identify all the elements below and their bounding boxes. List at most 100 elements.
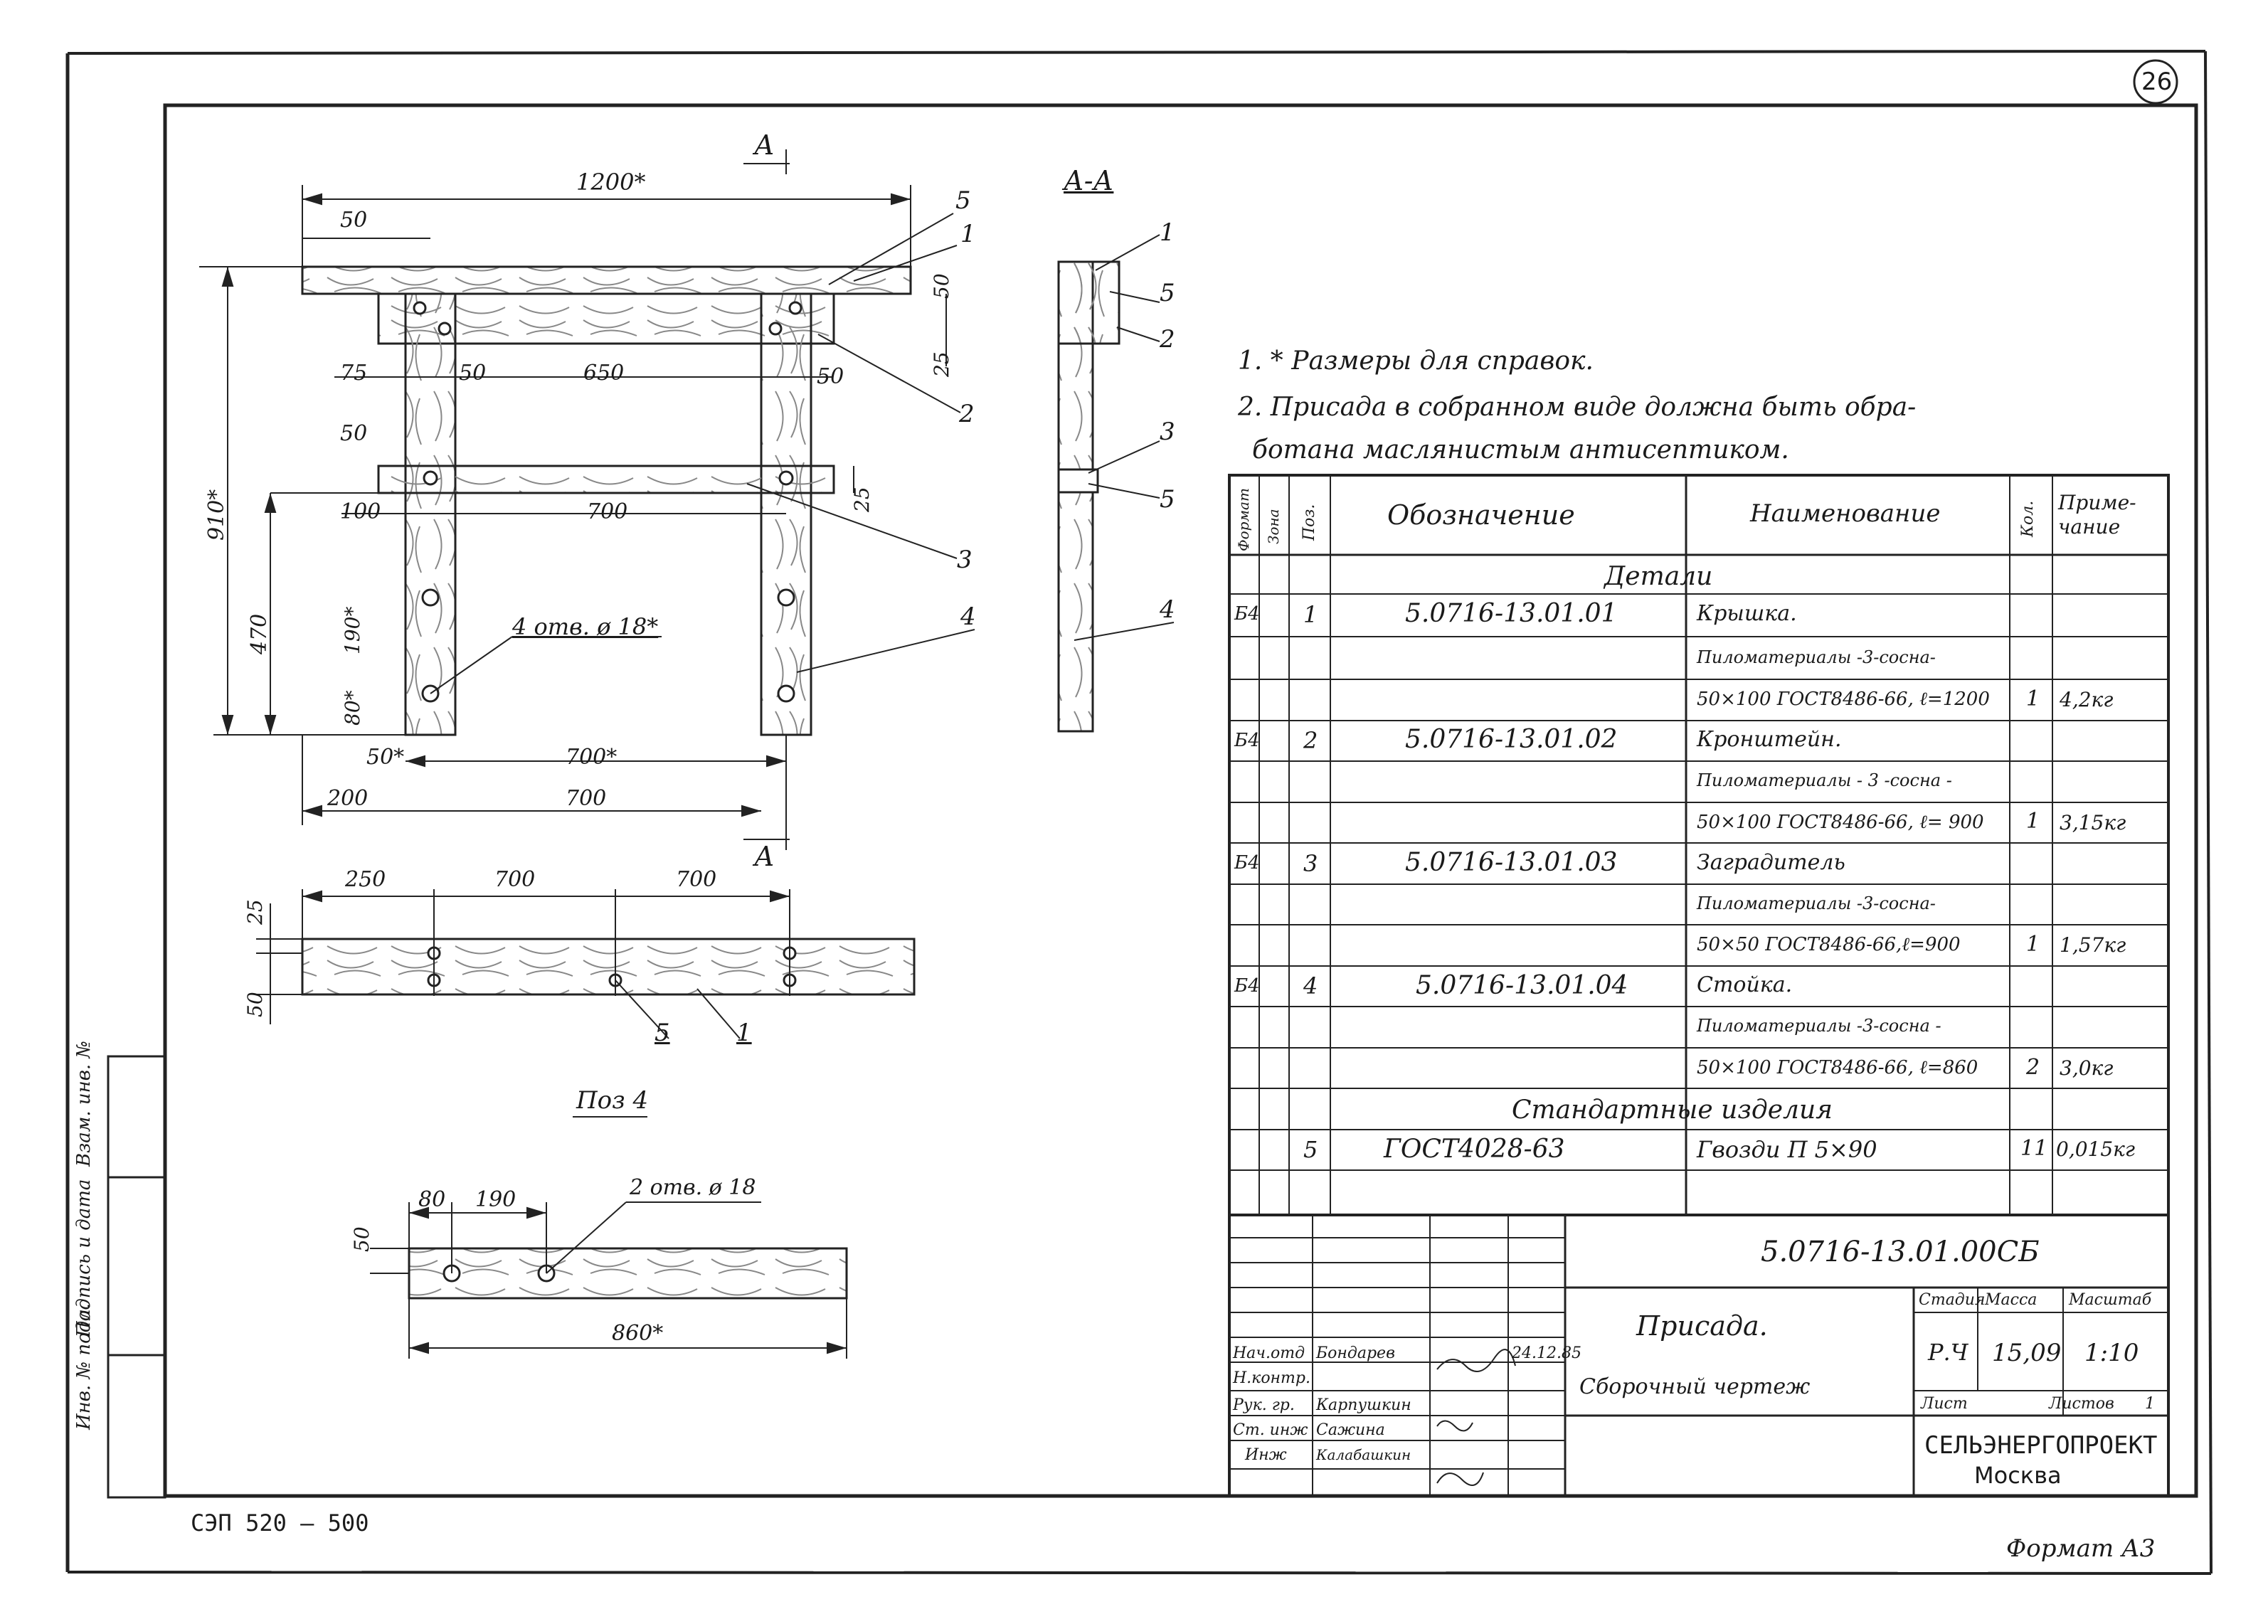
note-3: ботана маслянистым антисептиком. (1252, 435, 1789, 465)
sheets-label: Листов (2049, 1395, 2114, 1413)
dim-100: 100 (340, 499, 381, 524)
section-standard: Стандартные изделия (1512, 1095, 1833, 1125)
mass-value: 15,09 (1992, 1339, 2062, 1367)
row-name: Кронштейн. (1697, 727, 1842, 752)
format-label: Формат А3 (2006, 1534, 2156, 1563)
side-stamp-boxes (107, 1055, 166, 1499)
plan-view (256, 889, 916, 1039)
std-row-qty: 11 (2020, 1136, 2048, 1161)
leader-5: 5 (955, 186, 971, 215)
stage-value: Р.Ч (1928, 1339, 1968, 1366)
stage-label: Стадия (1919, 1291, 1986, 1309)
scale-value: 1:10 (2084, 1339, 2139, 1367)
row-pos: 1 (1303, 601, 1318, 628)
row-name: 50×50 ГОСТ8486-66,ℓ=900 (1697, 934, 1961, 955)
row-name: Стойка. (1697, 972, 1793, 997)
front-view (199, 149, 975, 850)
leader-2: 2 (959, 400, 975, 428)
dim-80: 80* (341, 690, 364, 726)
plan-leader-5: 5 (655, 1019, 670, 1047)
sec-leader-5b: 5 (1160, 485, 1175, 514)
sheets-value: 1 (2145, 1395, 2155, 1413)
dim-right-50: 50 (930, 273, 953, 299)
row-name: 50×100 ГОСТ8486-66, ℓ=860 (1697, 1057, 1978, 1078)
plan-dim-250: 250 (345, 867, 386, 892)
org-city: Москва (1974, 1462, 2062, 1489)
row-name: Заградитель (1697, 850, 1845, 875)
dim-50c: 50 (340, 421, 368, 446)
drawing-title: Присада. (1636, 1310, 1768, 1342)
hdr-format: Формат (1235, 488, 1252, 551)
dim-700b: 700* (566, 745, 618, 770)
section-title: А-А (1064, 165, 1114, 196)
dim-650: 650 (583, 361, 625, 386)
hdr-name: Наименование (1750, 499, 1941, 528)
row-pos: 3 (1303, 850, 1318, 877)
series-code: СЭП 520 – 500 (191, 1509, 369, 1537)
sheet-number: 26 (2141, 68, 2173, 96)
std-row-note: 0,015кг (2056, 1137, 2136, 1161)
dim-right-25b: 25 (850, 487, 874, 512)
row-designation: 5.0716-13.01.02 (1405, 725, 1618, 754)
holes-callout: 4 отв. ø 18* (512, 613, 659, 640)
section-a-a (1057, 191, 1175, 733)
drawing-subtitle: Сборочный чертеж (1579, 1374, 1811, 1399)
detail-pos4 (370, 1116, 848, 1359)
row-pos: 4 (1303, 972, 1318, 999)
sig-role: Ст. инж (1233, 1421, 1308, 1439)
section-details: Детали (1604, 562, 1713, 591)
detail-title: Поз 4 (576, 1086, 649, 1115)
row-format: Б4 (1234, 603, 1260, 625)
dim-700a: 700 (587, 499, 628, 524)
row-qty: 2 (2026, 1055, 2040, 1080)
plan-leader-1: 1 (736, 1019, 752, 1047)
detail-dim-860: 860* (612, 1321, 664, 1346)
leader-4: 4 (960, 603, 976, 631)
row-note: 1,57кг (2060, 933, 2126, 957)
plan-dim-50: 50 (243, 992, 267, 1017)
hdr-zone: Зона (1265, 509, 1282, 544)
sec-leader-4: 4 (1160, 595, 1175, 624)
row-note: 3,15кг (2060, 811, 2126, 834)
hdr-designation: Обозначение (1387, 499, 1575, 531)
std-row-pos: 5 (1303, 1136, 1318, 1163)
sig-role: Нач.отд (1233, 1344, 1305, 1362)
dim-190: 190* (341, 606, 364, 654)
sec-leader-1: 1 (1160, 218, 1175, 247)
detail-dim-50: 50 (350, 1226, 373, 1252)
row-format: Б4 (1234, 975, 1260, 997)
plan-dim-700a: 700 (494, 867, 536, 892)
row-note: 4,2кг (2060, 688, 2114, 711)
row-designation: 5.0716-13.01.03 (1405, 848, 1618, 877)
dim-1200: 1200* (576, 169, 646, 196)
note-1: 1. * Размеры для справок. (1238, 346, 1594, 376)
section-mark-bottom: А (754, 841, 775, 872)
hdr-pos: Поз. (1300, 504, 1318, 541)
dim-right-25a: 25 (930, 351, 953, 377)
row-name: Пиломатериалы - 3 -сосна - (1697, 770, 1952, 790)
sig-name: Бондарев (1316, 1344, 1395, 1362)
sec-leader-2: 2 (1160, 325, 1175, 354)
dim-910: 910* (204, 489, 229, 541)
dim-50d: 50* (366, 745, 405, 770)
mass-label: Масса (1985, 1291, 2038, 1309)
detail-dim-190: 190 (475, 1187, 516, 1212)
row-name: Пиломатериалы -3-сосна - (1697, 1016, 1941, 1036)
row-name: 50×100 ГОСТ8486-66, ℓ= 900 (1697, 812, 1984, 833)
leader-3: 3 (957, 546, 973, 574)
hdr-note: Приме- чание (2058, 491, 2136, 538)
row-designation: 5.0716-13.01.01 (1405, 599, 1618, 628)
org-name: СЕЛЬЭНЕРГОПРОЕКТ (1924, 1431, 2158, 1460)
sig-role: Рук. гр. (1233, 1396, 1295, 1414)
doc-code: 5.0716-13.01.00СБ (1761, 1236, 2040, 1268)
plan-dim-700b: 700 (676, 867, 717, 892)
dim-50a: 50 (459, 361, 487, 386)
leader-1: 1 (960, 220, 976, 248)
title-block-grid (1228, 1214, 2170, 1497)
row-qty: 1 (2026, 932, 2040, 957)
detail-dim-80: 80 (418, 1187, 446, 1212)
std-row-name: Гвозди П 5×90 (1697, 1136, 1877, 1163)
dim-470: 470 (247, 613, 272, 654)
hdr-qty: Кол. (2019, 500, 2037, 537)
